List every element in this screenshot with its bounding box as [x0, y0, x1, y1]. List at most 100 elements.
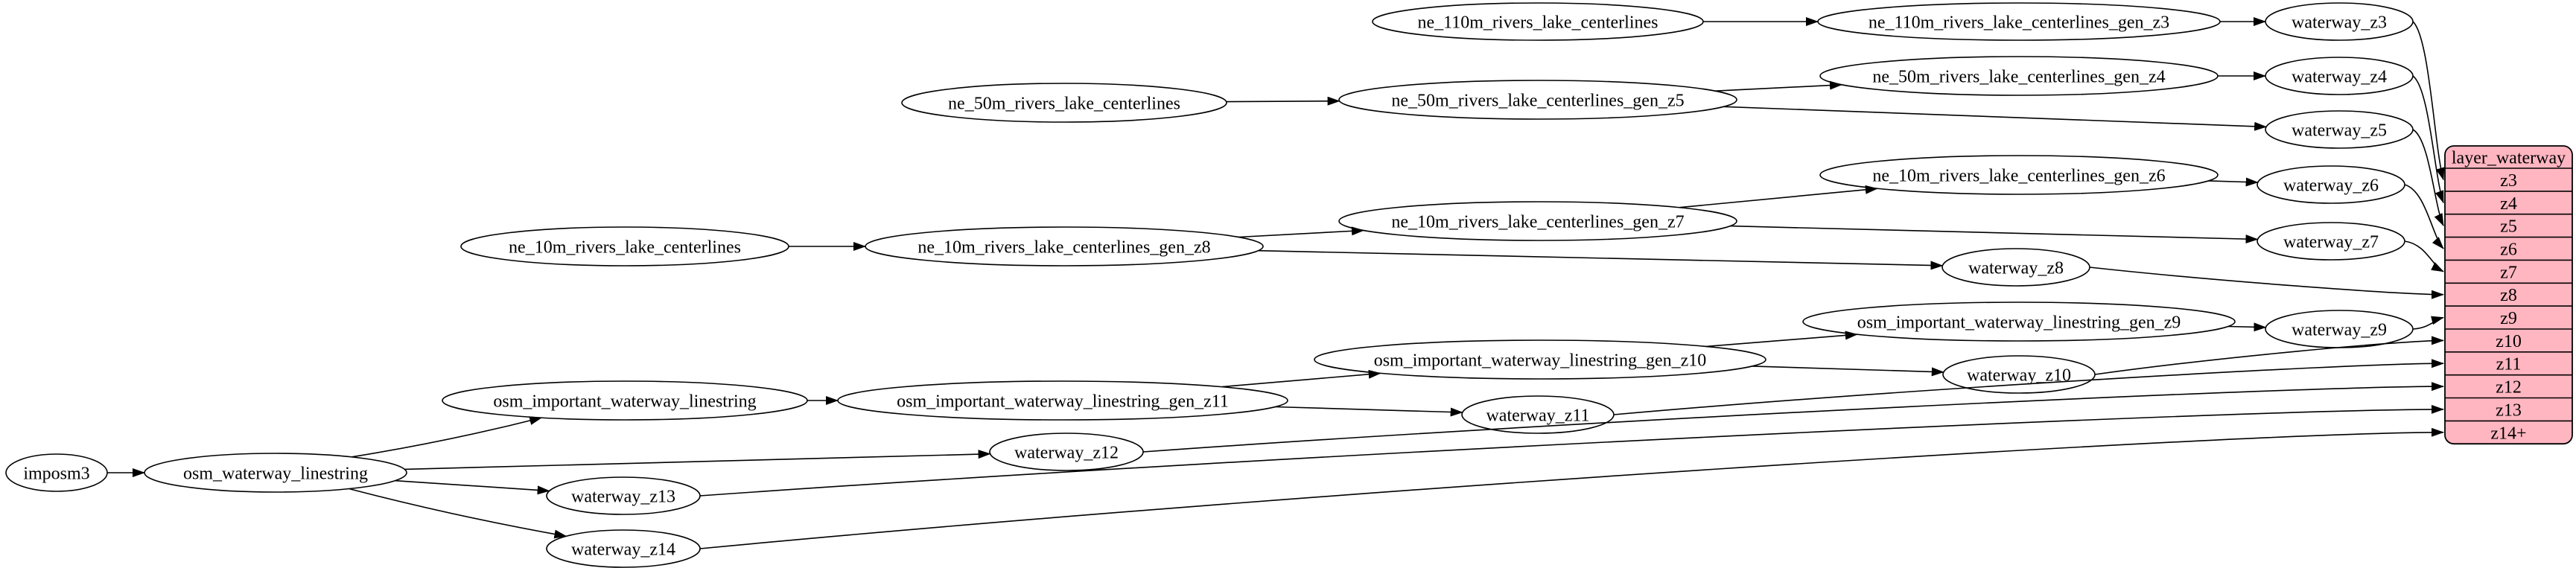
- edge-osm_waterway_linestring-to-waterway_z13: [395, 479, 550, 495]
- node-label-osm_waterway_linestring: osm_waterway_linestring: [183, 465, 368, 484]
- node-label-waterway_z14: waterway_z14: [571, 540, 675, 560]
- node-waterway_z14: waterway_z14: [546, 529, 701, 568]
- node-ne_10m_rivers_lake_centerlines_gen_z6: ne_10m_rivers_lake_centerlines_gen_z6: [1819, 155, 2219, 195]
- edge-waterway_z14-to-layer_waterway-z14+: [699, 427, 2444, 549]
- edge-waterway_z9-to-layer_waterway-z9: [2412, 316, 2444, 330]
- node-ne_10m_rivers_lake_centerlines: ne_10m_rivers_lake_centerlines: [460, 226, 789, 267]
- table-row-z3: z3: [2500, 171, 2517, 191]
- node-waterway_z11: waterway_z11: [1461, 395, 1615, 434]
- node-osm_important_waterway_linestring_gen_z9: osm_important_waterway_linestring_gen_z9: [1802, 301, 2236, 342]
- node-shape-ne_50m_rivers_lake_centerlines: [901, 83, 1227, 123]
- node-ne_50m_rivers_lake_centerlines: ne_50m_rivers_lake_centerlines: [901, 83, 1227, 123]
- node-label-waterway_z7: waterway_z7: [2283, 233, 2379, 252]
- edge-ne_10m_rivers_lake_centerlines_gen_z8-to-waterway_z8: [1258, 249, 1944, 270]
- table-row-z6: z6: [2500, 240, 2517, 260]
- node-waterway_z3: waterway_z3: [2265, 2, 2414, 41]
- edge-ne_10m_rivers_lake_centerlines_gen_z7-to-waterway_z7: [1730, 225, 2259, 244]
- node-label-ne_50m_rivers_lake_centerlines: ne_50m_rivers_lake_centerlines: [948, 95, 1180, 114]
- edge-ne_50m_rivers_lake_centerlines_gen_z5-to-ne_50m_rivers_lake_centerlines_gen_z4: [1714, 80, 1842, 92]
- node-label-osm_important_waterway_linestring: osm_important_waterway_linestring: [493, 392, 756, 412]
- node-label-waterway_z8: waterway_z8: [1968, 259, 2064, 278]
- table-row-z9: z9: [2500, 309, 2517, 328]
- edge-ne_10m_rivers_lake_centerlines_gen_z7-to-ne_10m_rivers_lake_centerlines_gen_z6: [1679, 185, 1878, 208]
- table-row-z11: z11: [2496, 355, 2522, 374]
- node-imposm3: imposm3: [5, 453, 108, 492]
- table-row-z7: z7: [2500, 263, 2517, 282]
- node-ne_10m_rivers_lake_centerlines_gen_z8: ne_10m_rivers_lake_centerlines_gen_z8: [865, 226, 1264, 267]
- node-label-ne_50m_rivers_lake_centerlines_gen_z5: ne_50m_rivers_lake_centerlines_gen_z5: [1391, 92, 1684, 111]
- node-ne_110m_rivers_lake_centerlines_gen_z3: ne_110m_rivers_lake_centerlines_gen_z3: [1817, 2, 2221, 41]
- edge-osm_important_waterway_linestring_gen_z10-to-waterway_z10: [1752, 366, 1944, 377]
- layer-waterway-table: layer_waterwayz3z4z5z6z7z8z9z10z11z12z13…: [2445, 149, 2572, 443]
- node-shape-osm_important_waterway_linestring_gen_z10: [1314, 339, 1766, 380]
- node-osm_important_waterway_linestring_gen_z11: osm_important_waterway_linestring_gen_z1…: [837, 380, 1288, 421]
- edge-osm_important_waterway_linestring_gen_z11-to-osm_important_waterway_linestring_gen_z10: [1221, 369, 1381, 388]
- edge-waterway_z7-to-layer_waterway-z7: [2404, 240, 2444, 272]
- node-label-ne_110m_rivers_lake_centerlines_gen_z3: ne_110m_rivers_lake_centerlines_gen_z3: [1869, 13, 2169, 33]
- edge-ne_10m_rivers_lake_centerlines_gen_z8-to-ne_10m_rivers_lake_centerlines_gen_z7: [1238, 226, 1364, 238]
- node-waterway_z6: waterway_z6: [2257, 165, 2405, 204]
- node-label-ne_10m_rivers_lake_centerlines_gen_z8: ne_10m_rivers_lake_centerlines_gen_z8: [917, 238, 1210, 258]
- node-shape-ne_10m_rivers_lake_centerlines_gen_z6: [1819, 155, 2219, 195]
- node-shape-osm_important_waterway_linestring_gen_z9: [1802, 301, 2236, 342]
- node-waterway_z5: waterway_z5: [2265, 110, 2414, 149]
- node-osm_waterway_linestring: osm_waterway_linestring: [144, 453, 407, 493]
- node-shape-ne_10m_rivers_lake_centerlines_gen_z7: [1338, 201, 1737, 241]
- node-label-imposm3: imposm3: [23, 465, 89, 484]
- node-label-waterway_z6: waterway_z6: [2283, 176, 2379, 196]
- edge-waterway_z12-to-layer_waterway-z12: [1142, 382, 2444, 453]
- edge-waterway_z8-to-layer_waterway-z8: [2089, 267, 2444, 299]
- node-waterway_z12: waterway_z12: [989, 433, 1144, 471]
- table-row-z14+: z14+: [2490, 424, 2526, 443]
- node-label-osm_important_waterway_linestring_gen_z9: osm_important_waterway_linestring_gen_z9: [1857, 313, 2181, 333]
- node-label-waterway_z5: waterway_z5: [2292, 121, 2387, 141]
- edge-waterway_z3-to-layer_waterway-z3: [2412, 21, 2445, 181]
- node-label-ne_10m_rivers_lake_centerlines_gen_z7: ne_10m_rivers_lake_centerlines_gen_z7: [1391, 213, 1684, 232]
- edge-waterway_z10-to-layer_waterway-z10: [2094, 336, 2444, 375]
- node-ne_110m_rivers_lake_centerlines: ne_110m_rivers_lake_centerlines: [1372, 2, 1704, 41]
- node-waterway_z13: waterway_z13: [546, 476, 701, 515]
- node-waterway_z7: waterway_z7: [2257, 222, 2405, 261]
- edge-ne_50m_rivers_lake_centerlines_gen_z5-to-waterway_z5: [1723, 106, 2268, 131]
- node-waterway_z8: waterway_z8: [1941, 248, 2090, 287]
- node-label-osm_important_waterway_linestring_gen_z11: osm_important_waterway_linestring_gen_z1…: [897, 392, 1229, 412]
- node-label-ne_10m_rivers_lake_centerlines: ne_10m_rivers_lake_centerlines: [509, 238, 741, 258]
- edge-waterway_z6-to-layer_waterway-z6: [2404, 184, 2444, 249]
- node-ne_50m_rivers_lake_centerlines_gen_z5: ne_50m_rivers_lake_centerlines_gen_z5: [1338, 80, 1737, 120]
- node-waterway_z4: waterway_z4: [2265, 57, 2414, 95]
- edge-ne_10m_rivers_lake_centerlines_gen_z6-to-waterway_z6: [2208, 177, 2259, 187]
- node-label-waterway_z3: waterway_z3: [2292, 13, 2387, 33]
- edge-ne_50m_rivers_lake_centerlines-to-ne_50m_rivers_lake_centerlines_gen_z5: [1226, 96, 1341, 106]
- table-row-z10: z10: [2496, 332, 2522, 351]
- table-row-z5: z5: [2500, 217, 2517, 237]
- edge-osm_waterway_linestring-to-osm_important_waterway_linestring: [352, 416, 543, 458]
- node-label-ne_50m_rivers_lake_centerlines_gen_z4: ne_50m_rivers_lake_centerlines_gen_z4: [1872, 68, 2165, 87]
- node-label-osm_important_waterway_linestring_gen_z10: osm_important_waterway_linestring_gen_z1…: [1374, 351, 1707, 371]
- edge-waterway_z13-to-layer_waterway-z13: [699, 404, 2444, 497]
- edge-osm_waterway_linestring-to-waterway_z12: [404, 450, 991, 470]
- node-osm_important_waterway_linestring: osm_important_waterway_linestring: [442, 380, 808, 421]
- node-osm_important_waterway_linestring_gen_z10: osm_important_waterway_linestring_gen_z1…: [1314, 339, 1766, 380]
- edge-osm_important_waterway_linestring_gen_z9-to-waterway_z9: [2227, 322, 2267, 332]
- node-ne_50m_rivers_lake_centerlines_gen_z4: ne_50m_rivers_lake_centerlines_gen_z4: [1819, 56, 2219, 96]
- node-label-ne_110m_rivers_lake_centerlines: ne_110m_rivers_lake_centerlines: [1418, 13, 1659, 33]
- edge-osm_waterway_linestring-to-waterway_z14: [349, 488, 567, 539]
- node-label-waterway_z13: waterway_z13: [571, 488, 675, 507]
- table-row-z4: z4: [2500, 194, 2517, 214]
- node-label-waterway_z9: waterway_z9: [2292, 321, 2387, 340]
- edge-osm_important_waterway_linestring_gen_z11-to-waterway_z11: [1275, 406, 1463, 417]
- edge-waterway_z5-to-layer_waterway-z5: [2412, 129, 2444, 227]
- node-label-waterway_z4: waterway_z4: [2292, 68, 2387, 87]
- edge-osm_important_waterway_linestring_gen_z10-to-osm_important_waterway_linestring_gen_z9: [1705, 331, 1858, 348]
- node-waterway_z9: waterway_z9: [2265, 310, 2414, 348]
- node-ne_10m_rivers_lake_centerlines_gen_z7: ne_10m_rivers_lake_centerlines_gen_z7: [1338, 201, 1737, 241]
- node-label-waterway_z12: waterway_z12: [1014, 444, 1119, 463]
- node-label-waterway_z11: waterway_z11: [1486, 406, 1589, 426]
- edge-waterway_z4-to-layer_waterway-z4: [2412, 75, 2444, 204]
- node-label-ne_10m_rivers_lake_centerlines_gen_z6: ne_10m_rivers_lake_centerlines_gen_z6: [1872, 167, 2165, 186]
- table-outline: [2444, 145, 2573, 445]
- edge-waterway_z11-to-layer_waterway-z11: [1613, 359, 2444, 415]
